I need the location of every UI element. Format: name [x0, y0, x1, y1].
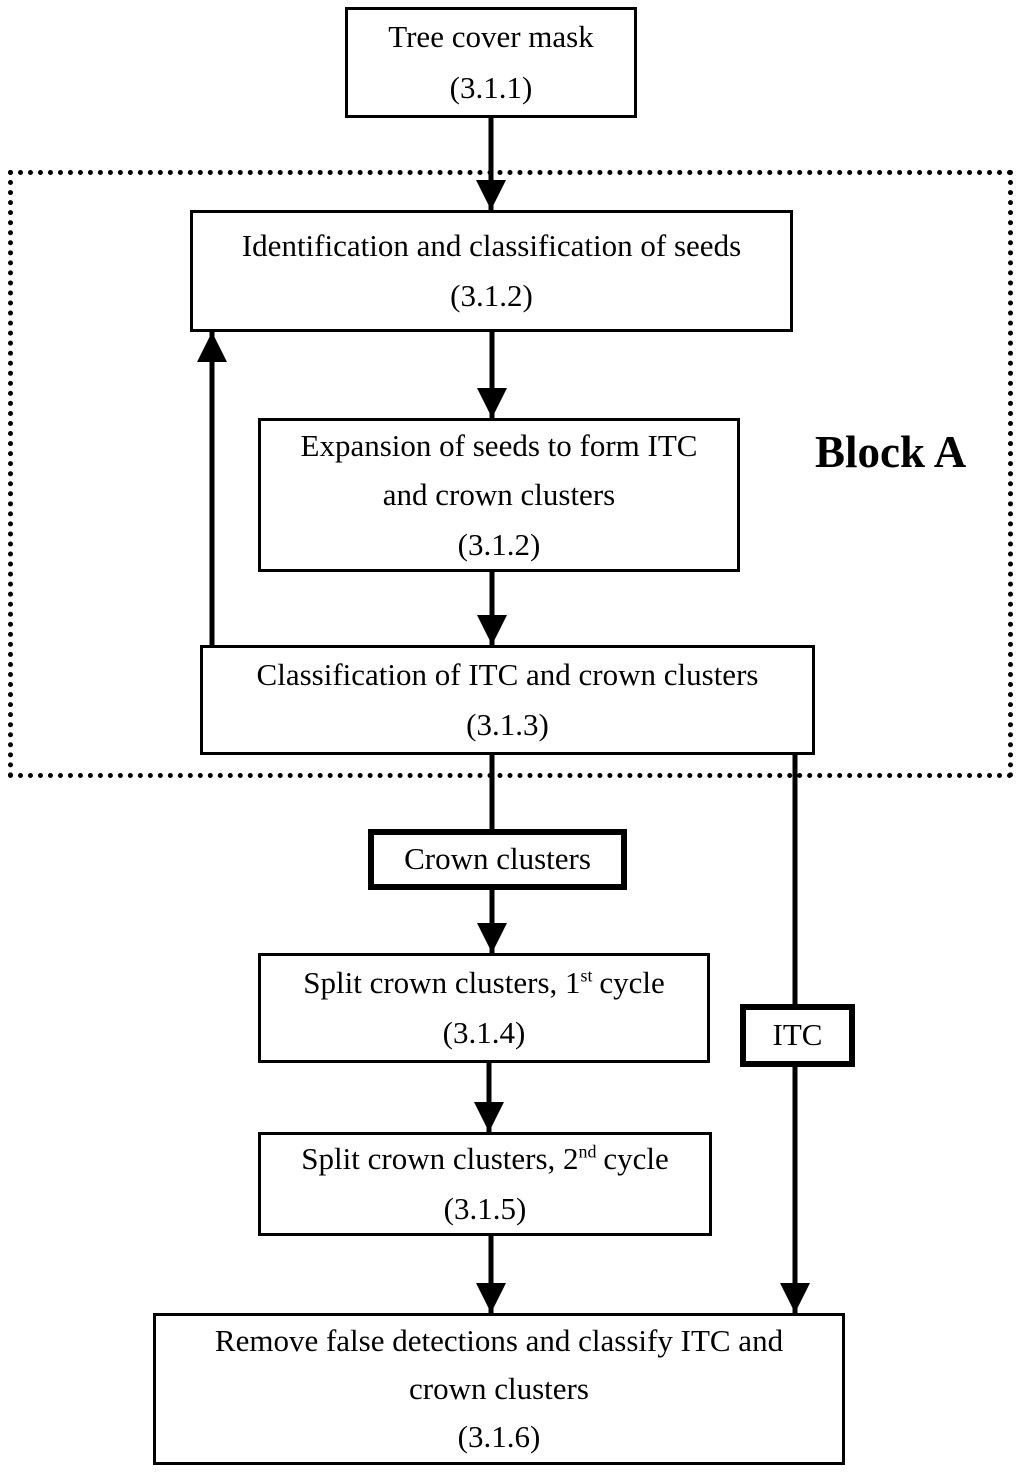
node-title-line1: Remove false detections and classify ITC…	[214, 1322, 784, 1358]
title-suffix: cycle	[599, 964, 665, 1000]
title-suffix: cycle	[603, 1140, 669, 1176]
title-prefix: Split crown clusters, 1	[303, 964, 581, 1000]
node-title: Identification and classification of see…	[241, 227, 742, 263]
node-crown-clusters: Crown clusters	[368, 829, 627, 890]
node-ref: (3.1.1)	[449, 69, 533, 105]
node-title: Tree cover mask	[388, 19, 594, 55]
node-ref: (3.1.4)	[442, 1015, 526, 1050]
ordinal-superscript: st	[580, 965, 593, 986]
node-identification-of-seeds: Identification and classification of see…	[190, 210, 793, 332]
node-ref: (3.1.6)	[457, 1419, 541, 1455]
node-tree-cover-mask: Tree cover mask (3.1.1)	[345, 7, 637, 118]
node-label: Crown clusters	[404, 841, 591, 877]
node-title-line1: Expansion of seeds to form ITC	[300, 427, 698, 463]
node-ref: (3.1.2)	[450, 278, 533, 313]
node-classification-of-itc: Classification of ITC and crown clusters…	[200, 645, 815, 755]
node-itc: ITC	[740, 1004, 855, 1067]
node-title-line2: crown clusters	[409, 1370, 589, 1406]
node-ref: (3.1.2)	[457, 526, 541, 562]
node-expansion-of-seeds: Expansion of seeds to form ITC and crown…	[258, 418, 740, 572]
node-ref: (3.1.5)	[443, 1191, 527, 1226]
node-title-line2: and crown clusters	[382, 477, 616, 513]
block-a-region	[8, 170, 1013, 778]
node-ref: (3.1.3)	[466, 707, 549, 742]
block-a-label: Block A	[815, 427, 967, 477]
ordinal-superscript: nd	[578, 1141, 597, 1162]
node-label: ITC	[772, 1017, 823, 1053]
node-remove-false-detections: Remove false detections and classify ITC…	[153, 1313, 845, 1465]
node-title: Classification of ITC and crown clusters	[256, 656, 759, 692]
title-prefix: Split crown clusters, 2	[301, 1140, 579, 1176]
